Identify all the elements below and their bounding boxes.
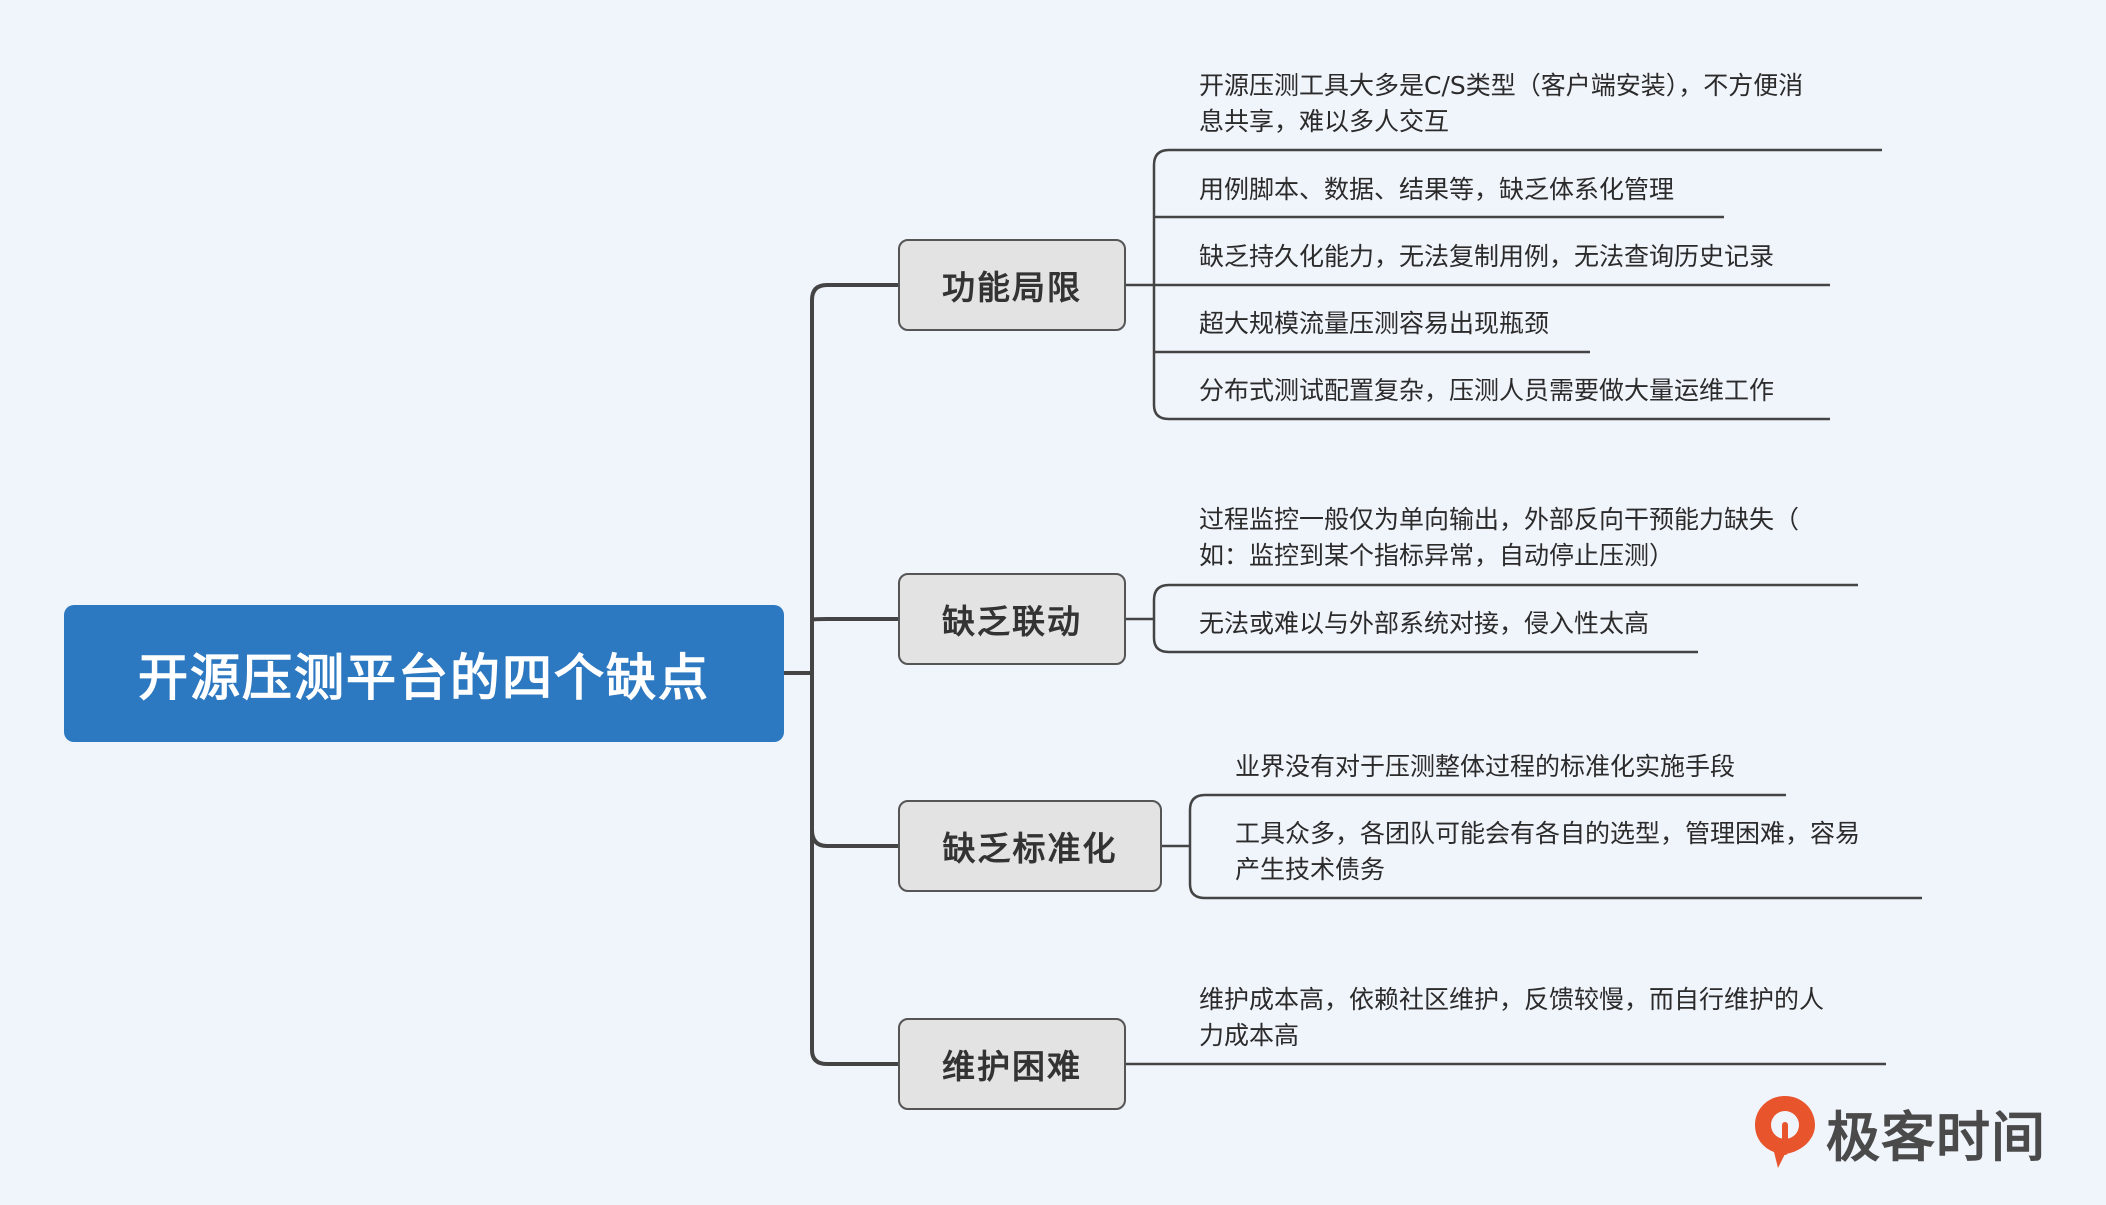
leaf-text-line: 力成本高: [1199, 1021, 1300, 1050]
leaf-line-1-1: [1152, 148, 1882, 166]
geektime-logo-icon: [1755, 1096, 1815, 1168]
leaf-text-line: 缺乏持久化能力，无法复制用例，无法查询历史记录: [1199, 242, 1775, 271]
branch-label: 功能局限: [942, 268, 1082, 307]
leaf-item: 缺乏持久化能力，无法复制用例，无法查询历史记录: [1199, 239, 1774, 275]
geektime-logo: 极客时间: [1752, 1092, 2046, 1172]
root-title: 开源压测平台的四个缺点: [138, 648, 710, 707]
logo-text: 极客时间: [1826, 1105, 2046, 1169]
leaf-text-line: 产生技术债务: [1235, 855, 1386, 884]
branch-connector-3: [810, 828, 900, 848]
branch-label: 维护困难: [942, 1047, 1082, 1086]
leaf-text-line: 无法或难以与外部系统对接，侵入性太高: [1199, 609, 1650, 638]
branch-lack-of-standardization: 缺乏标准化: [898, 800, 1162, 892]
branch-label: 缺乏联动: [942, 602, 1082, 641]
leaf-item: 维护成本高，依赖社区维护，反馈较慢，而自行维护的人 力成本高: [1199, 982, 1824, 1054]
branch-lack-of-linkage: 缺乏联动: [898, 573, 1126, 665]
leaf-text-line: 如：监控到某个指标异常，自动停止压测）: [1199, 541, 1675, 570]
leaf-text-line: 息共享，难以多人交互: [1199, 107, 1450, 136]
leaf-line-2-1: [1152, 583, 1858, 601]
root-topic: 开源压测平台的四个缺点: [64, 605, 784, 742]
leaf-text-line: 业界没有对于压测整体过程的标准化实施手段: [1235, 752, 1736, 781]
leaf-text-line: 维护成本高，依赖社区维护，反馈较慢，而自行维护的人: [1199, 985, 1825, 1014]
leaf-text-line: 工具众多，各团队可能会有各自的选型，管理困难，容易: [1235, 819, 1861, 848]
leaf-item: 用例脚本、数据、结果等，缺乏体系化管理: [1199, 172, 1674, 208]
branch-label: 缺乏标准化: [942, 829, 1118, 868]
leaf-item: 工具众多，各团队可能会有各自的选型，管理困难，容易 产生技术债务: [1235, 816, 1860, 888]
leaf-item: 开源压测工具大多是C/S类型（客户端安装），不方便消 息共享，难以多人交互: [1199, 68, 1803, 140]
branch-connector-2: [810, 617, 900, 622]
trunk-line: [810, 283, 900, 675]
leaf-text-line: 开源压测工具大多是C/S类型（客户端安装），不方便消: [1199, 71, 1804, 100]
leaf-line-1-bracket: [1152, 165, 1830, 421]
leaf-item: 业界没有对于压测整体过程的标准化实施手段: [1235, 749, 1735, 785]
leaf-line-3-1: [1188, 793, 1786, 811]
leaf-item: 超大规模流量压测容易出现瓶颈: [1199, 306, 1549, 342]
leaf-item: 过程监控一般仅为单向输出，外部反向干预能力缺失（ 如：监控到某个指标异常，自动停…: [1199, 502, 1799, 574]
leaf-text-line: 过程监控一般仅为单向输出，外部反向干预能力缺失（: [1199, 505, 1800, 534]
leaf-item: 分布式测试配置复杂，压测人员需要做大量运维工作: [1199, 373, 1774, 409]
branch-functional-limits: 功能局限: [898, 239, 1126, 331]
leaf-line-3-2: [1188, 810, 1922, 900]
leaf-text-line: 分布式测试配置复杂，压测人员需要做大量运维工作: [1199, 376, 1775, 405]
leaf-item: 无法或难以与外部系统对接，侵入性太高: [1199, 606, 1649, 642]
leaf-text-line: 用例脚本、数据、结果等，缺乏体系化管理: [1199, 175, 1675, 204]
trunk-line-lower: [810, 671, 900, 1066]
leaf-line-2-2: [1152, 600, 1698, 654]
leaf-text-line: 超大规模流量压测容易出现瓶颈: [1199, 309, 1550, 338]
branch-maintenance-difficulty: 维护困难: [898, 1018, 1126, 1110]
